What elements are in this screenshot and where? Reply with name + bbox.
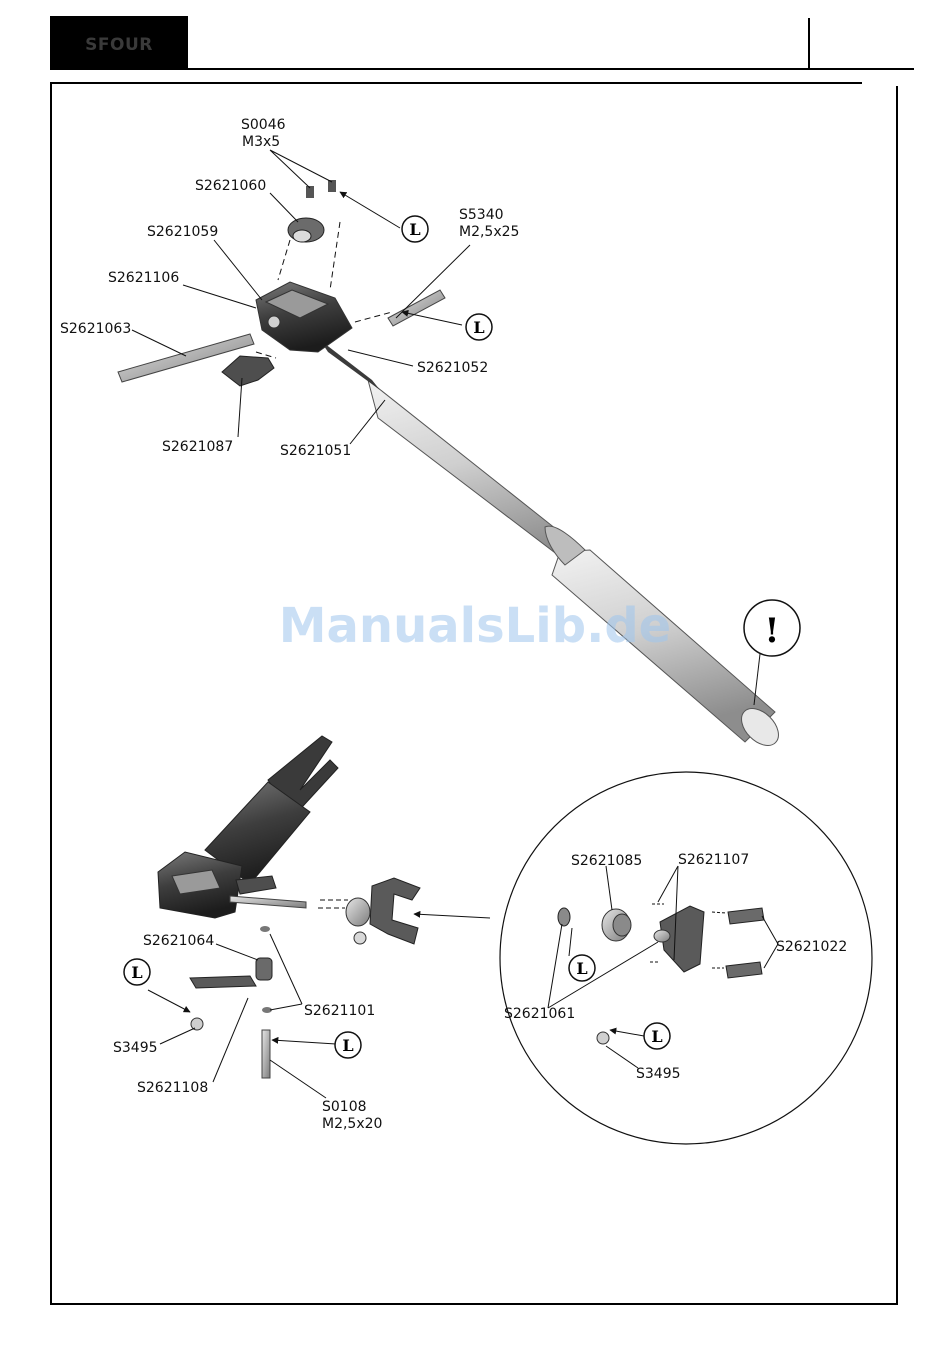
- detail-ball-link: [597, 1032, 609, 1044]
- loctite-marker-4: L: [335, 1032, 361, 1058]
- washer-top: [260, 926, 270, 932]
- pitch-lever: [222, 356, 274, 386]
- loctite-letter: L: [576, 959, 587, 978]
- tail-rotor-hub: [346, 878, 420, 944]
- part-label-s2621060: S2621060: [195, 178, 266, 194]
- part-label-s2621059: S2621059: [147, 224, 218, 240]
- loctite-marker-6: L: [644, 1023, 670, 1049]
- bellcrank-arm: [190, 976, 256, 988]
- assembled-tail-gearbox: [158, 736, 420, 1078]
- loctite-letter: L: [651, 1027, 662, 1046]
- ball-link: [191, 1018, 203, 1030]
- loctite-marker-5: L: [569, 955, 595, 981]
- part-label-s0108: S0108: [322, 1099, 367, 1115]
- tail-boom-assembly: [118, 180, 785, 752]
- part-label-m25x20: M2,5x20: [322, 1116, 382, 1132]
- loctite-letter: L: [409, 220, 420, 239]
- shaft-guide: [318, 900, 348, 908]
- part-label-m25x25: M2,5x25: [459, 224, 519, 240]
- lever-assembled: [236, 876, 276, 894]
- part-label-s2621087: S2621087: [162, 439, 233, 455]
- loctite-marker-3: L: [124, 959, 150, 985]
- attention-symbol: !: [765, 611, 780, 651]
- tail-gearbox-bore: [268, 316, 280, 328]
- long-bolt: [388, 290, 445, 326]
- tail-drive-shaft: [320, 340, 380, 390]
- part-label-s2621064: S2621064: [143, 933, 214, 949]
- bellcrank-bushing: [256, 958, 272, 980]
- pulley-part: [288, 218, 324, 242]
- loctite-marker-2: L: [466, 314, 492, 340]
- part-label-s2621106: S2621106: [108, 270, 179, 286]
- loctite-marker-1: L: [402, 216, 428, 242]
- part-label-m3x5: M3x5: [242, 134, 280, 150]
- detail-blade-grip-1: [728, 908, 764, 924]
- part-label-s2621101: S2621101: [304, 1003, 375, 1019]
- part-label-s2621022: S2621022: [776, 939, 847, 955]
- part-label-s0046: S0046: [241, 117, 286, 133]
- part-label-s2621107: S2621107: [678, 852, 749, 868]
- part-label-s3495-b: S3495: [636, 1066, 681, 1082]
- part-label-s5340: S5340: [459, 207, 504, 223]
- attention-marker: !: [744, 600, 800, 656]
- watermark: ManualsLib.de: [279, 598, 671, 654]
- loctite-letter: L: [342, 1036, 353, 1055]
- part-label-s2621085: S2621085: [571, 853, 642, 869]
- detail-blade-grip-2: [726, 962, 762, 978]
- part-label-s3495-a: S3495: [113, 1040, 158, 1056]
- part-label-s2621063: S2621063: [60, 321, 131, 337]
- detail-bearing-small: [558, 908, 570, 926]
- part-label-s2621051: S2621051: [280, 443, 351, 459]
- detail-pin: [654, 930, 670, 942]
- hub-detail-view: [500, 772, 872, 1144]
- loctite-letter: L: [131, 963, 142, 982]
- loctite-letter: L: [473, 318, 484, 337]
- part-label-s2621061: S2621061: [504, 1006, 575, 1022]
- pivot-bolt: [262, 1030, 270, 1078]
- output-shaft: [230, 896, 306, 908]
- part-label-s2621108: S2621108: [137, 1080, 208, 1096]
- part-label-s2621052: S2621052: [417, 360, 488, 376]
- detail-hub-sleeve: [602, 909, 631, 941]
